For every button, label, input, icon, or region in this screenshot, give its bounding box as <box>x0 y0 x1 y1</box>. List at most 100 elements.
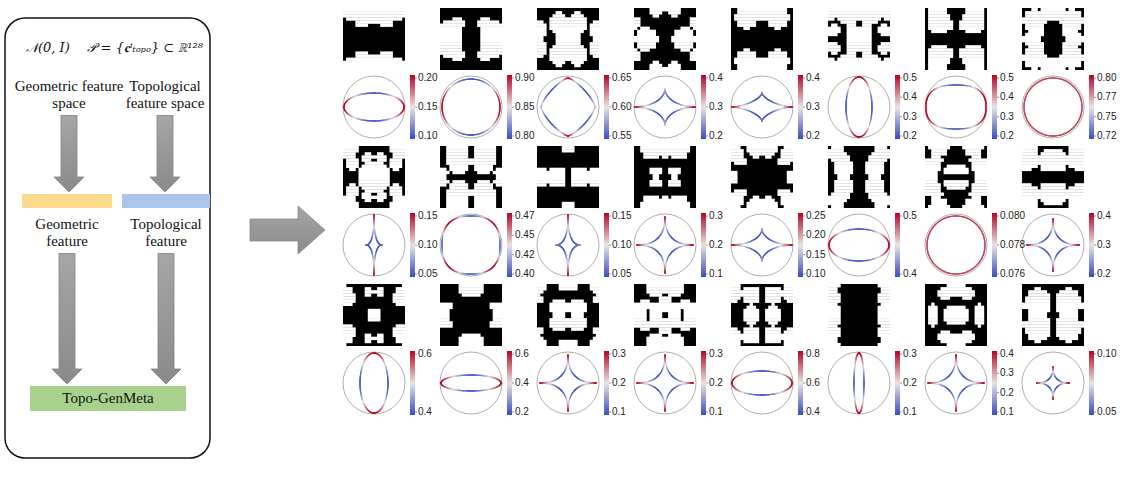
property-curve <box>575 245 577 247</box>
void-region <box>346 193 359 196</box>
void-region <box>446 158 496 161</box>
void-region <box>928 51 953 54</box>
void-region <box>1041 67 1066 70</box>
void-region <box>549 168 565 171</box>
void-region <box>959 55 984 58</box>
void-region <box>734 58 790 61</box>
property-curve <box>636 244 638 245</box>
property-curve <box>575 243 577 245</box>
property-curve <box>932 90 934 92</box>
property-curve <box>400 112 402 114</box>
property-curve <box>761 93 763 95</box>
void-region <box>346 58 402 61</box>
property-curve <box>567 214 568 216</box>
property-curve <box>379 243 381 245</box>
property-curve <box>758 115 760 117</box>
void-region <box>650 11 663 14</box>
property-curve <box>556 244 558 245</box>
void-region <box>747 202 778 205</box>
property-curve <box>981 93 983 95</box>
void-region <box>1062 24 1081 27</box>
void-region <box>653 174 660 177</box>
property-curve <box>557 244 559 246</box>
void-region <box>847 51 857 54</box>
property-curve <box>573 242 575 244</box>
void-region <box>731 205 741 208</box>
property-curve <box>863 78 865 80</box>
property-curve <box>567 215 568 217</box>
property-curve <box>850 129 852 130</box>
property-curve <box>568 78 570 80</box>
property-curve <box>572 79 573 81</box>
void-region <box>446 202 468 205</box>
void-region <box>474 155 496 158</box>
void-region <box>847 30 872 33</box>
void-region <box>962 58 984 61</box>
void-region <box>1025 14 1081 17</box>
colorbar-tickmark <box>512 136 514 137</box>
unit-cell <box>731 8 793 70</box>
void-region <box>784 205 794 208</box>
colorbar-tickmark <box>512 107 514 108</box>
void-region <box>549 20 587 23</box>
property-curve <box>760 94 762 96</box>
property-curve <box>932 122 934 124</box>
void-region <box>668 11 681 14</box>
void-region <box>640 48 650 51</box>
colorbar-tickmark <box>997 78 999 79</box>
void-region <box>390 162 403 165</box>
polar-circle <box>634 76 696 138</box>
void-region <box>965 30 981 33</box>
property-curve <box>555 244 556 245</box>
property-curve <box>368 245 370 247</box>
property-curve <box>492 222 494 224</box>
void-region <box>477 180 490 183</box>
property-curve <box>373 215 374 217</box>
property-curve <box>856 136 858 138</box>
property-curve <box>861 77 863 79</box>
void-region <box>393 199 406 202</box>
property-curve <box>852 79 854 81</box>
void-region <box>847 24 857 27</box>
property-curve <box>381 244 382 245</box>
property-curve <box>559 243 561 245</box>
property-curve <box>762 93 764 95</box>
void-region <box>781 196 794 199</box>
void-region <box>393 155 406 158</box>
void-region <box>343 149 359 152</box>
property-curve <box>862 135 864 137</box>
topology-sample <box>343 146 417 277</box>
property-curve <box>561 246 563 248</box>
void-region <box>1065 39 1084 42</box>
colorbar-tickmark <box>997 97 999 98</box>
void-region <box>847 48 872 51</box>
void-region <box>593 20 600 23</box>
property-curve <box>380 244 382 245</box>
void-region <box>847 39 872 42</box>
void-region <box>537 171 565 174</box>
void-region <box>878 27 891 30</box>
polar-circle <box>440 214 502 276</box>
void-region <box>828 27 841 30</box>
void-region <box>377 158 387 161</box>
void-region <box>737 24 756 27</box>
void-region <box>562 146 575 149</box>
colorbar-tickmark <box>415 78 417 79</box>
property-curve <box>366 244 368 246</box>
void-region <box>747 146 778 149</box>
void-region <box>1062 48 1081 51</box>
void-region <box>753 196 760 199</box>
property-curve <box>664 89 665 91</box>
void-region <box>928 64 947 67</box>
void-region <box>881 51 888 54</box>
property-curve <box>789 106 791 107</box>
void-region <box>674 33 693 36</box>
property-curve <box>376 249 378 250</box>
property-curve <box>761 93 762 95</box>
property-curve <box>761 119 763 121</box>
property-curve <box>864 80 866 82</box>
property-curve <box>365 244 367 245</box>
void-region <box>662 155 669 158</box>
void-region <box>828 17 835 20</box>
property-curve <box>499 107 500 108</box>
